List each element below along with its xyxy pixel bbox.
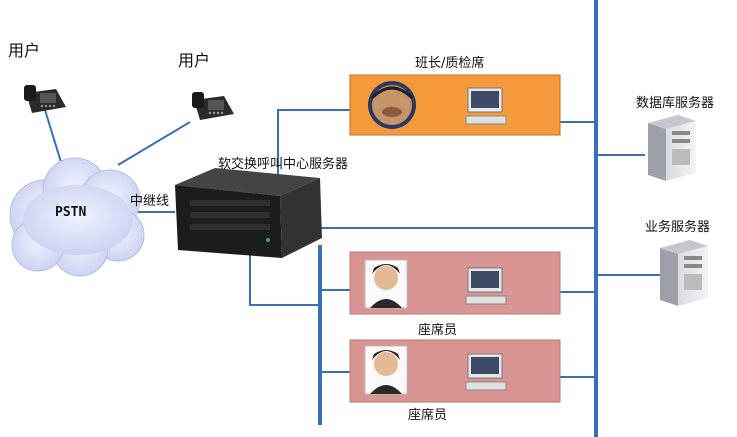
db-server-label: 数据库服务器 <box>636 96 715 111</box>
biz-server-label: 业务服务器 <box>645 220 711 235</box>
agent-label-2: 座席员 <box>408 408 448 423</box>
trunk-label: 中继线 <box>130 194 170 209</box>
link-server-agent-bus <box>249 250 320 306</box>
agent-label-1: 座席员 <box>418 323 458 338</box>
link-server-supervisor <box>277 109 350 175</box>
computer-icon <box>465 353 507 391</box>
headset-agent-avatar <box>368 81 416 129</box>
supervisor-label: 班长/质检席 <box>415 56 485 71</box>
server-label: 软交换呼叫中心服务器 <box>218 157 349 172</box>
link-user-right-pstn <box>117 121 191 166</box>
user-label-right: 用户 <box>178 51 211 70</box>
pstn-label: PSTN <box>55 205 87 220</box>
tower-server-icon <box>648 115 696 181</box>
server-chassis-icon <box>175 168 322 258</box>
computer-icon <box>465 87 507 125</box>
phone-icon <box>24 85 66 113</box>
tower-server-icon <box>660 240 708 306</box>
agent-avatar <box>364 345 408 395</box>
agent-avatar <box>364 259 408 309</box>
user-label-left: 用户 <box>8 41 41 60</box>
pstn-cloud <box>9 157 145 277</box>
phone-icon <box>192 92 234 120</box>
computer-icon <box>465 267 507 305</box>
